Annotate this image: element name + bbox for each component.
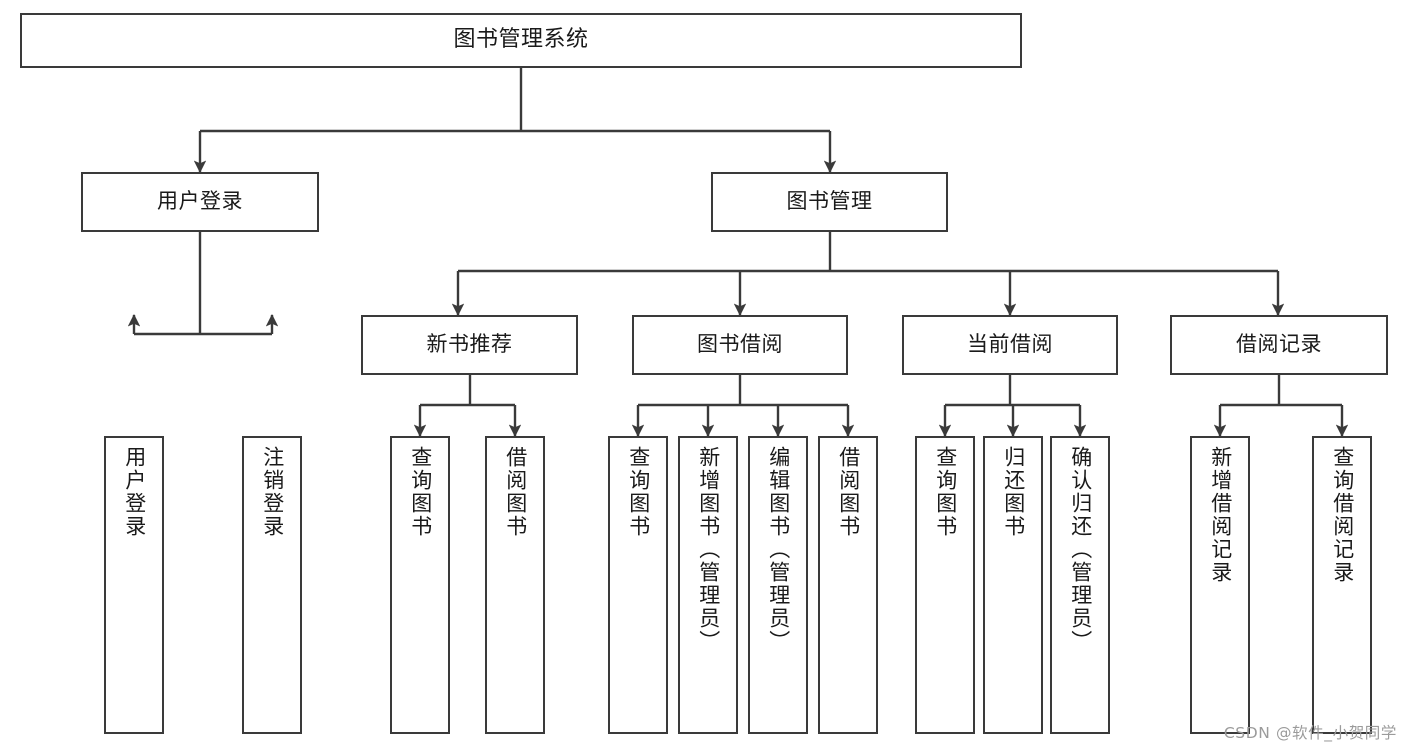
node-l-re-add[interactable]: 新增借阅记录 bbox=[1190, 436, 1250, 734]
node-l-logout[interactable]: 注销登录 bbox=[242, 436, 302, 734]
node-label: 新增图书（管理员） bbox=[696, 446, 721, 653]
node-bookmgmt[interactable]: 图书管理 bbox=[711, 172, 948, 232]
node-label: 用户登录 bbox=[157, 189, 243, 214]
node-label: 借阅图书 bbox=[503, 446, 528, 538]
node-newbook[interactable]: 新书推荐 bbox=[361, 315, 578, 375]
watermark-label: CSDN @软件_小贺同学 bbox=[1223, 724, 1397, 742]
node-label: 图书管理系统 bbox=[453, 27, 589, 53]
node-l-cu-return[interactable]: 归还图书 bbox=[983, 436, 1043, 734]
node-borrow[interactable]: 图书借阅 bbox=[632, 315, 848, 375]
node-current[interactable]: 当前借阅 bbox=[902, 315, 1118, 375]
node-label: 查询借阅记录 bbox=[1330, 446, 1355, 584]
node-label: 借阅图书 bbox=[836, 446, 861, 538]
node-label: 归还图书 bbox=[1001, 446, 1026, 538]
node-l-cu-conf[interactable]: 确认归还（管理员） bbox=[1050, 436, 1110, 734]
node-l-cu-query[interactable]: 查询图书 bbox=[915, 436, 975, 734]
node-l-bo-add[interactable]: 新增图书（管理员） bbox=[678, 436, 738, 734]
node-label: 查询图书 bbox=[408, 446, 433, 538]
node-label: 注销登录 bbox=[260, 446, 285, 538]
node-l-nb-borrow[interactable]: 借阅图书 bbox=[485, 436, 545, 734]
node-label: 图书借阅 bbox=[697, 332, 783, 357]
node-label: 查询图书 bbox=[933, 446, 958, 538]
node-label: 新书推荐 bbox=[426, 332, 513, 357]
node-label: 当前借阅 bbox=[967, 332, 1053, 357]
node-l-bo-query[interactable]: 查询图书 bbox=[608, 436, 668, 734]
node-login[interactable]: 用户登录 bbox=[81, 172, 319, 232]
node-l-bo-edit[interactable]: 编辑图书（管理员） bbox=[748, 436, 808, 734]
node-l-re-query[interactable]: 查询借阅记录 bbox=[1312, 436, 1372, 734]
node-label: 确认归还（管理员） bbox=[1068, 446, 1093, 653]
node-label: 用户登录 bbox=[122, 446, 147, 538]
node-l-nb-query[interactable]: 查询图书 bbox=[390, 436, 450, 734]
node-label: 新增借阅记录 bbox=[1208, 446, 1233, 584]
node-l-bo-borrow[interactable]: 借阅图书 bbox=[818, 436, 878, 734]
node-label: 图书管理 bbox=[786, 189, 873, 214]
node-l-login[interactable]: 用户登录 bbox=[104, 436, 164, 734]
node-label: 查询图书 bbox=[626, 446, 651, 538]
node-records[interactable]: 借阅记录 bbox=[1170, 315, 1388, 375]
node-label: 编辑图书（管理员） bbox=[766, 446, 791, 653]
node-label: 借阅记录 bbox=[1236, 332, 1322, 357]
node-root[interactable]: 图书管理系统 bbox=[20, 13, 1022, 68]
